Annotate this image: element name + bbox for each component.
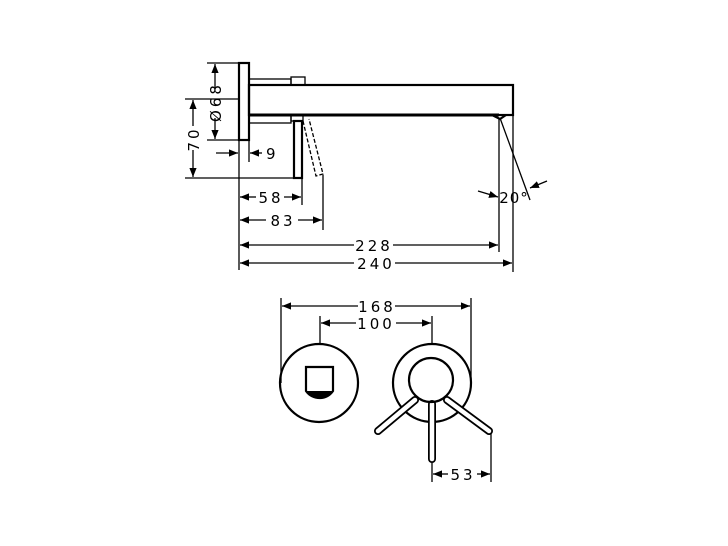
- dim-center-distance: 100: [357, 315, 395, 333]
- front-extension-lines: [280, 298, 492, 482]
- dim-lever-near: 58: [258, 189, 283, 207]
- spout-rosette: [278, 342, 360, 424]
- spout-body: [247, 83, 515, 117]
- mixer-handle: [374, 356, 493, 463]
- upper-cap: [290, 76, 306, 86]
- wall-plate: [237, 61, 251, 142]
- side-view: Ø68 70 9 58 83 228 240 20°: [185, 61, 548, 273]
- dim-lever-far: 83: [270, 212, 295, 230]
- lever-alt-position: [302, 118, 324, 177]
- dim-angle: 20°: [499, 189, 529, 207]
- front-view: 168 100 53: [278, 298, 493, 484]
- lever: [292, 119, 304, 180]
- dim-diameter: Ø68: [207, 82, 225, 122]
- dim-handle-reach: 53: [450, 466, 475, 484]
- dim-spout-outlet: 228: [355, 237, 393, 255]
- dim-height: 70: [185, 126, 203, 151]
- dim-overall-width: 168: [358, 298, 396, 316]
- extension-lines: [185, 62, 531, 272]
- dim-plate: 9: [266, 145, 279, 163]
- dim-spout-length: 240: [357, 255, 395, 273]
